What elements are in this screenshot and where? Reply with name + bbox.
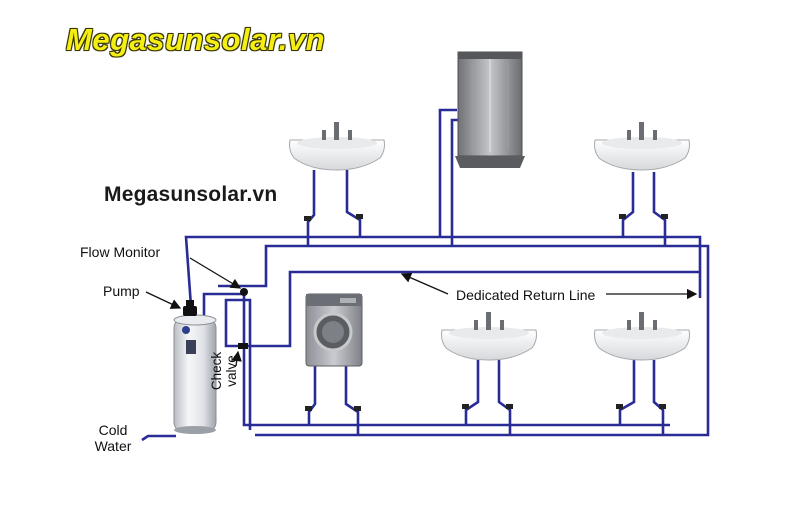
cold-water-label-line1: Cold — [98, 422, 128, 438]
pump-leader — [145, 291, 182, 309]
supply-main — [218, 244, 710, 437]
pump-label: Pump — [103, 283, 140, 299]
annotation-leaders — [145, 257, 698, 367]
pump-icon — [183, 300, 197, 316]
check-valve-icon — [238, 343, 248, 349]
flow-monitor-leader — [189, 257, 242, 289]
return-line-arrow-left — [400, 272, 449, 295]
lower-feed — [202, 292, 670, 430]
return-line-label: Dedicated Return Line — [456, 287, 596, 303]
check-valve-leader — [231, 350, 242, 367]
return-line — [224, 270, 700, 430]
shutoff-valves — [304, 214, 668, 411]
cold-water-label: Cold Water — [92, 422, 134, 454]
brand-text-middle: Megasunsolar.vn — [104, 183, 278, 206]
hot-supply-riser — [184, 235, 702, 321]
shower-feed — [438, 108, 457, 237]
cold-water-inlet-pipe — [141, 434, 176, 442]
sink-icon-middle-right — [441, 312, 537, 361]
cold-water-label-line2: Water — [94, 438, 132, 454]
sink-icon-far-right — [594, 312, 690, 361]
shower-feed-2 — [450, 118, 460, 246]
shower-cabin-icon — [455, 51, 525, 168]
flow-monitor-label: Flow Monitor — [80, 244, 161, 260]
check-valve-label-line1: Check — [209, 351, 224, 391]
sink-icon-top-right — [594, 122, 690, 171]
check-valve-label-line2: valve — [224, 355, 239, 387]
brand-logo-top: Megasunsolar.vn — [66, 22, 326, 57]
washing-machine-icon — [305, 293, 363, 367]
water-heater-icon — [173, 314, 217, 434]
sink-icon-top-left — [289, 122, 385, 171]
flow-monitor-icon — [240, 288, 248, 296]
check-valve-label: Check valve — [209, 340, 239, 402]
